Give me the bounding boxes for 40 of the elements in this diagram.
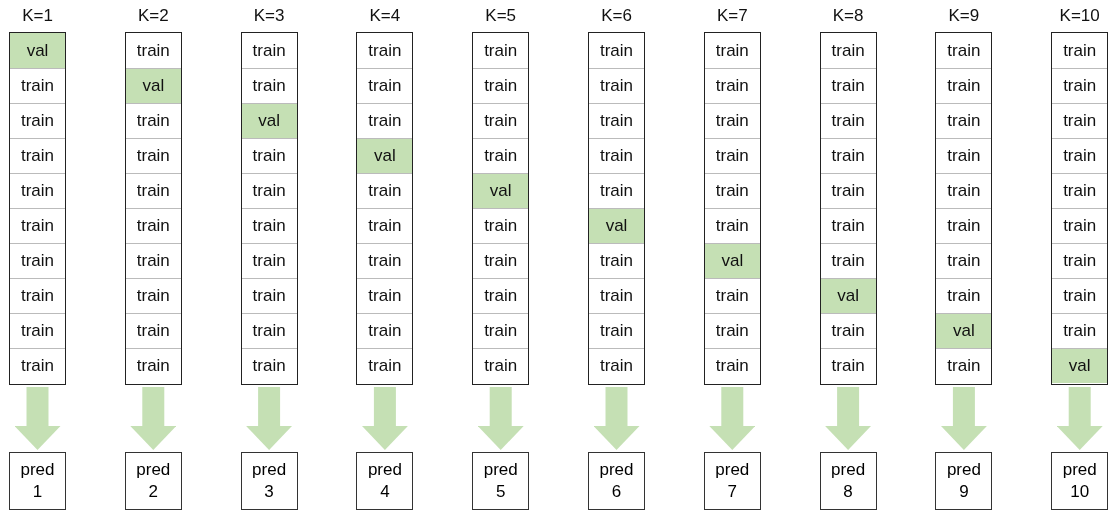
fold-heading: K=1	[21, 6, 54, 26]
prediction-box: pred 7	[703, 452, 761, 510]
fold-heading: K=8	[831, 6, 865, 26]
block-arrow	[825, 387, 872, 450]
validation-fold-cell: val	[125, 68, 181, 103]
block-arrow	[940, 387, 987, 450]
prediction-box: pred 8	[819, 452, 877, 510]
validation-fold-cell: val	[357, 138, 413, 173]
block-arrow	[246, 387, 293, 450]
prediction-box: pred 6	[588, 452, 645, 510]
prediction-box: pred 10	[1051, 452, 1109, 510]
fold-heading: K=2	[136, 6, 170, 26]
block-arrow	[361, 387, 408, 450]
validation-fold-cell: val	[10, 33, 65, 68]
validation-fold-cell: val	[473, 173, 529, 208]
block-arrow	[130, 387, 177, 450]
block-arrow	[477, 387, 524, 450]
validation-fold-cell: val	[589, 208, 644, 243]
prediction-box: pred 2	[124, 452, 182, 510]
fold-heading: K=7	[715, 6, 749, 26]
block-arrow	[14, 387, 61, 450]
block-arrow	[1056, 387, 1103, 450]
fold-heading: K=6	[600, 6, 633, 26]
block-arrow	[593, 387, 640, 450]
prediction-box: pred 4	[356, 452, 414, 510]
fold-heading: K=10	[1058, 6, 1101, 26]
prediction-box: pred 1	[9, 452, 66, 510]
block-arrow	[709, 387, 756, 450]
validation-fold-cell: val	[704, 243, 760, 278]
validation-fold-cell: val	[1052, 348, 1108, 383]
fold-heading: K=5	[484, 6, 518, 26]
fold-heading: K=4	[368, 6, 402, 26]
validation-fold-cell: val	[820, 278, 876, 313]
prediction-box: pred 3	[240, 452, 298, 510]
prediction-box: pred 9	[935, 452, 993, 510]
fold-heading: K=3	[252, 6, 286, 26]
fold-heading: K=9	[947, 6, 981, 26]
validation-fold-cell: val	[936, 313, 992, 348]
validation-fold-cell: val	[241, 103, 297, 138]
prediction-box: pred 5	[472, 452, 530, 510]
